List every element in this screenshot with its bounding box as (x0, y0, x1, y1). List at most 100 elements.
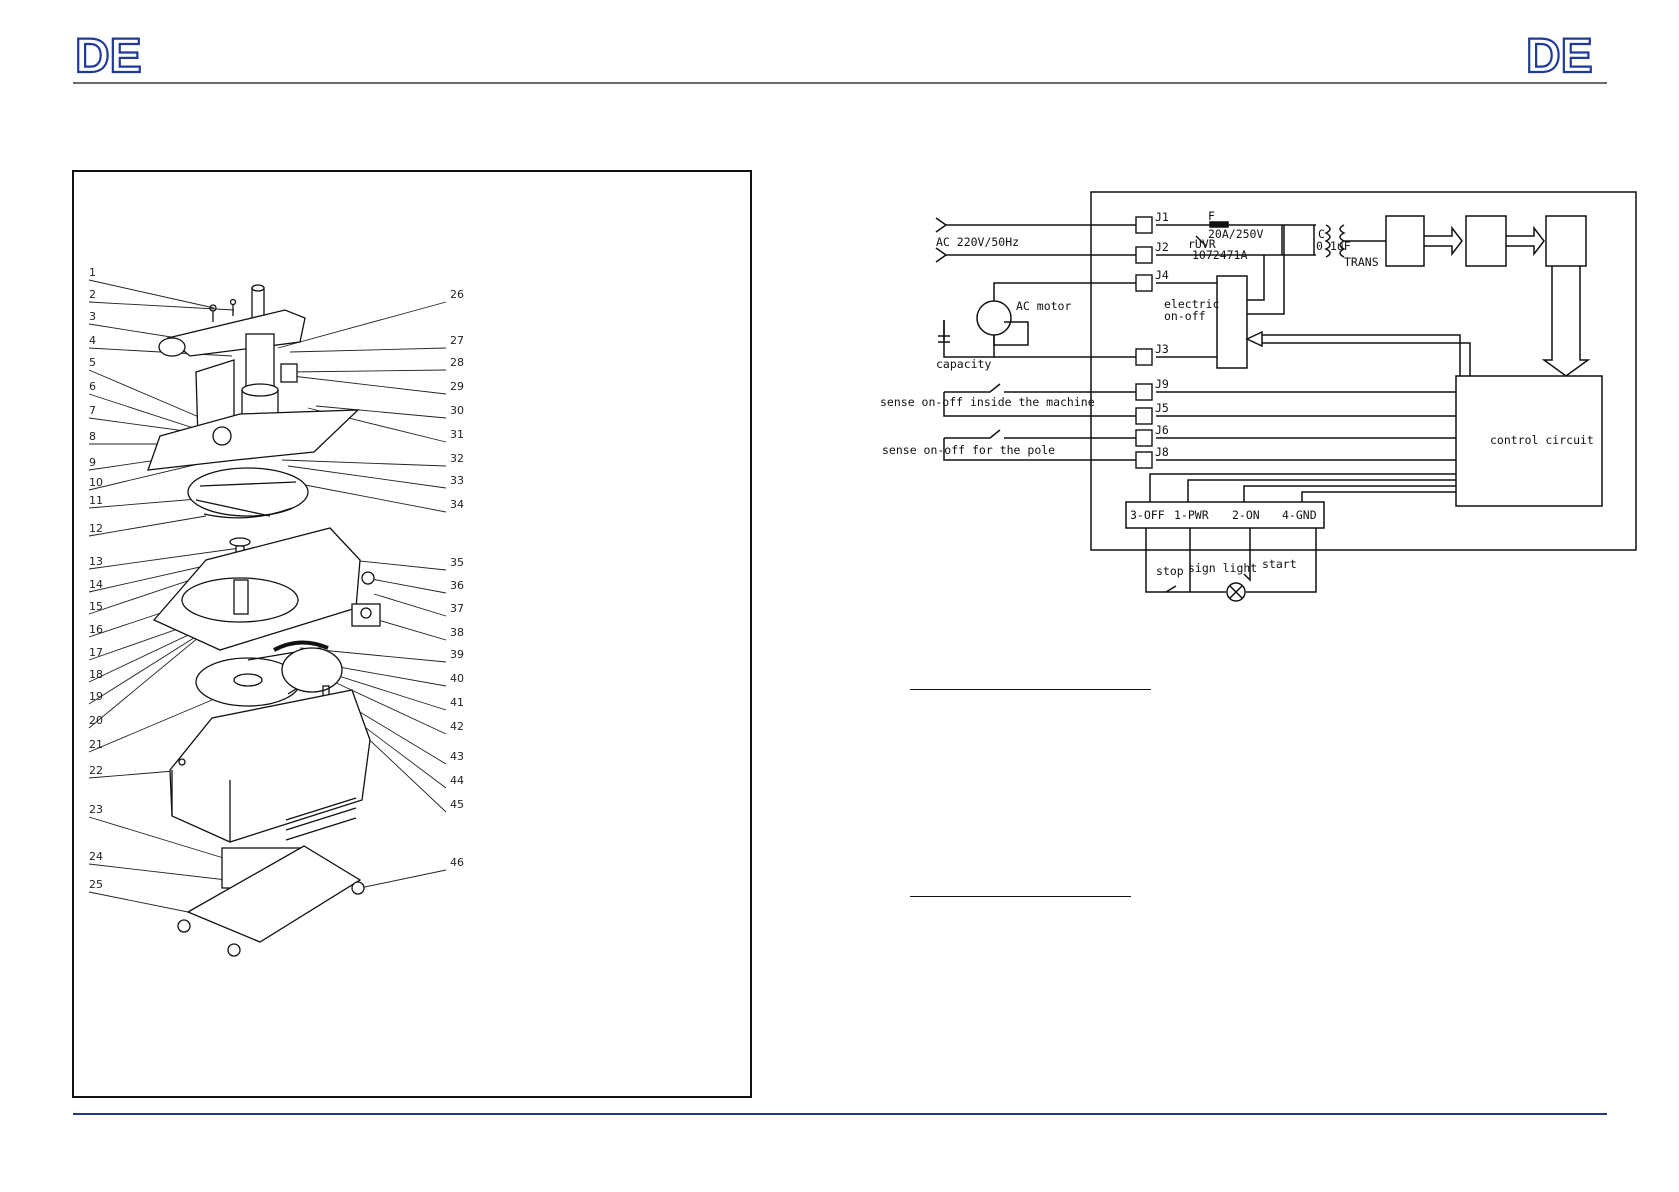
part-numbers-left: 1234567891011121314151617181920212223242… (89, 266, 103, 891)
connector-label-J2: J2 (1155, 240, 1169, 254)
part-number-33: 33 (450, 474, 464, 487)
part-number-8: 8 (89, 430, 96, 443)
logo-left-text: DE (75, 30, 142, 78)
connector-box-J5 (1135, 407, 1153, 425)
machine-sketch (147, 284, 381, 957)
motor-top (281, 647, 343, 693)
part-number-7: 7 (89, 404, 96, 417)
part-number-38: 38 (450, 626, 464, 639)
control-circuit-box (1455, 375, 1603, 507)
part-number-31: 31 (450, 428, 464, 441)
logo-right: DE (1524, 29, 1602, 84)
part-number-22: 22 (89, 764, 103, 777)
connector-box-J1 (1135, 216, 1153, 234)
start-label: start (1262, 557, 1297, 571)
footer-rule (73, 1113, 1607, 1115)
part-number-23: 23 (89, 803, 103, 816)
terminal-label-3: 2-ON (1232, 508, 1260, 522)
terminal-strip (1125, 501, 1325, 529)
connector-box-J6 (1135, 429, 1153, 447)
connector-label-J3: J3 (1155, 342, 1169, 356)
leader-line-1 (88, 279, 215, 309)
part-number-6: 6 (89, 380, 96, 393)
leader-line-33 (287, 465, 447, 489)
base-plate (186, 845, 362, 943)
leader-line-26 (277, 301, 447, 349)
part-number-26: 26 (450, 288, 464, 301)
part-number-44: 44 (450, 774, 464, 787)
leader-line-13 (88, 547, 241, 570)
part-number-9: 9 (89, 456, 96, 469)
part-number-27: 27 (450, 334, 464, 347)
terminal-label-2: 1-PWR (1174, 508, 1209, 522)
connector-label-J9: J9 (1155, 377, 1169, 391)
capacitor-label: capacity (936, 357, 991, 371)
sign-light-label: sign light (1188, 561, 1257, 575)
part-number-34: 34 (450, 498, 464, 511)
leader-line-5 (88, 369, 207, 421)
part-number-20: 20 (89, 714, 103, 727)
exploded-view-frame (72, 170, 752, 1098)
connector-box-J4 (1135, 274, 1153, 292)
part-number-11: 11 (89, 494, 103, 507)
connector-box-J9 (1135, 383, 1153, 401)
leader-line-21 (88, 699, 213, 753)
control-circuit-label: control circuit (1490, 433, 1594, 447)
switch-box (351, 603, 381, 627)
part-number-12: 12 (89, 522, 103, 535)
part-number-4: 4 (89, 334, 96, 347)
part-number-36: 36 (450, 579, 464, 592)
cutting-disc (187, 467, 309, 517)
part-number-42: 42 (450, 720, 464, 733)
part-number-32: 32 (450, 452, 464, 465)
terminal-label-4: 4-GND (1282, 508, 1317, 522)
base-housing (169, 689, 371, 843)
leader-line-30 (315, 405, 447, 419)
ac-motor-symbol (976, 300, 1012, 336)
part-number-43: 43 (450, 750, 464, 763)
leader-line-38 (377, 619, 447, 641)
part-number-40: 40 (450, 672, 464, 685)
switch-label-1: electric (1164, 297, 1219, 311)
part-number-46: 46 (450, 856, 464, 869)
part-number-17: 17 (89, 646, 103, 659)
connector-label-J8: J8 (1155, 445, 1169, 459)
underline-rule-1 (910, 689, 1151, 690)
part-number-14: 14 (89, 578, 103, 591)
leader-line-42 (329, 679, 447, 735)
underline-rule-2 (910, 896, 1131, 897)
part-number-1: 1 (89, 266, 96, 279)
cap-value: 0.1uF (1316, 239, 1351, 253)
connector-box-J3 (1135, 348, 1153, 366)
leader-line-23 (88, 816, 231, 861)
connector-label-J5: J5 (1155, 401, 1169, 415)
part-number-10: 10 (89, 476, 103, 489)
leader-line-29 (291, 375, 447, 395)
part-number-3: 3 (89, 310, 96, 323)
part-number-19: 19 (89, 690, 103, 703)
sign-light-symbol (1226, 582, 1246, 602)
fuse-label: F (1208, 209, 1215, 223)
sense-pole-label: sense on-off for the pole (882, 443, 1055, 457)
motor-label: AC motor (1016, 299, 1071, 313)
leader-line-27 (289, 347, 447, 353)
part-number-15: 15 (89, 600, 103, 613)
header-rule (73, 82, 1607, 84)
leader-line-40 (321, 663, 447, 687)
part-number-24: 24 (89, 850, 103, 863)
leader-line-28 (289, 369, 447, 373)
part-number-39: 39 (450, 648, 464, 661)
connector-label-J1: J1 (1155, 210, 1169, 224)
part-number-45: 45 (450, 798, 464, 811)
switch-label-2: on-off (1164, 309, 1206, 323)
leader-line-37 (373, 593, 447, 617)
connector-box-J8 (1135, 451, 1153, 469)
leader-line-32 (281, 459, 447, 467)
part-number-5: 5 (89, 356, 96, 369)
part-number-28: 28 (450, 356, 464, 369)
connector-box-J2 (1135, 246, 1153, 264)
enclosure (1090, 191, 1637, 551)
terminal-label-1: 3-OFF (1130, 508, 1165, 522)
part-number-35: 35 (450, 556, 464, 569)
part-number-41: 41 (450, 696, 464, 709)
